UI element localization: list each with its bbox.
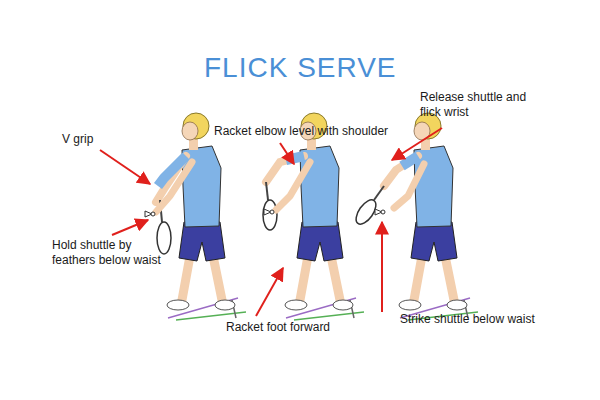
diagram-title: FLICK SERVE — [204, 52, 397, 84]
callout-label: V grip — [62, 132, 142, 147]
callout-label: Racket foot forward — [226, 320, 356, 335]
callout-label: Racket elbow level with shoulder — [214, 124, 404, 139]
callout-label: Strike shuttle below waist — [400, 312, 560, 327]
callout-label: Release shuttle and flick wrist — [420, 90, 540, 120]
callout-label: Hold shuttle by feathers below waist — [52, 238, 162, 268]
